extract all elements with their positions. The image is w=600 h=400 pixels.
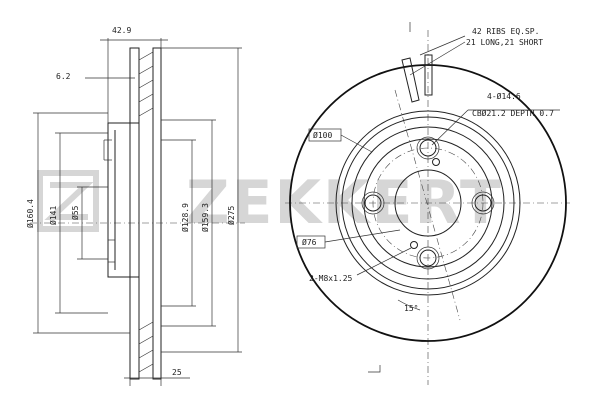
dim-d-141: Ø141 [48,206,58,225]
hat-outer [363,138,493,268]
center-bore [394,169,462,237]
lug-holes [361,136,495,270]
note-holes-2: CBØ21.2 DEPTH 0.7 [472,108,554,118]
dim-d-275: Ø275 [226,206,236,225]
dim-width-total: 42.9 [112,26,131,35]
threaded-holes [410,158,440,249]
dim-thickness: 25 [172,368,182,377]
note-center-bore: Ø76 [302,237,317,247]
dim-hat-offset: 6.2 [56,72,71,81]
side-view: 42.9 6.2 Ø160.4 Ø141 Ø55 Ø128.9 Ø159.3 Ø… [25,26,245,386]
zekkert-logo-icon [37,170,99,232]
dim-d-128-9: Ø128.9 [180,203,190,232]
dim-d-160-4: Ø160.4 [25,199,35,228]
dim-d-159-3: Ø159.3 [200,203,210,232]
pcd-circle [372,147,484,259]
note-threads: 2-M8x1.25 [309,274,353,283]
note-pcd: Ø100 [313,130,332,140]
rib-slots [401,54,433,103]
note-angle: 15° [404,304,418,313]
cooling-ribs [138,51,154,373]
front-view: 42 RIBS EQ.SP. 21 LONG,21 SHORT 4-Ø14.6 … [285,22,570,385]
note-ribs-2: 21 LONG,21 SHORT [466,38,543,47]
dim-d-55: Ø55 [70,205,80,220]
note-holes-1: 4-Ø14.6 [487,91,521,101]
note-ribs-1: 42 RIBS EQ.SP. [472,27,539,36]
disc-outer-edge [289,64,567,342]
zekkert-watermark: ZEKKERT [37,168,501,238]
